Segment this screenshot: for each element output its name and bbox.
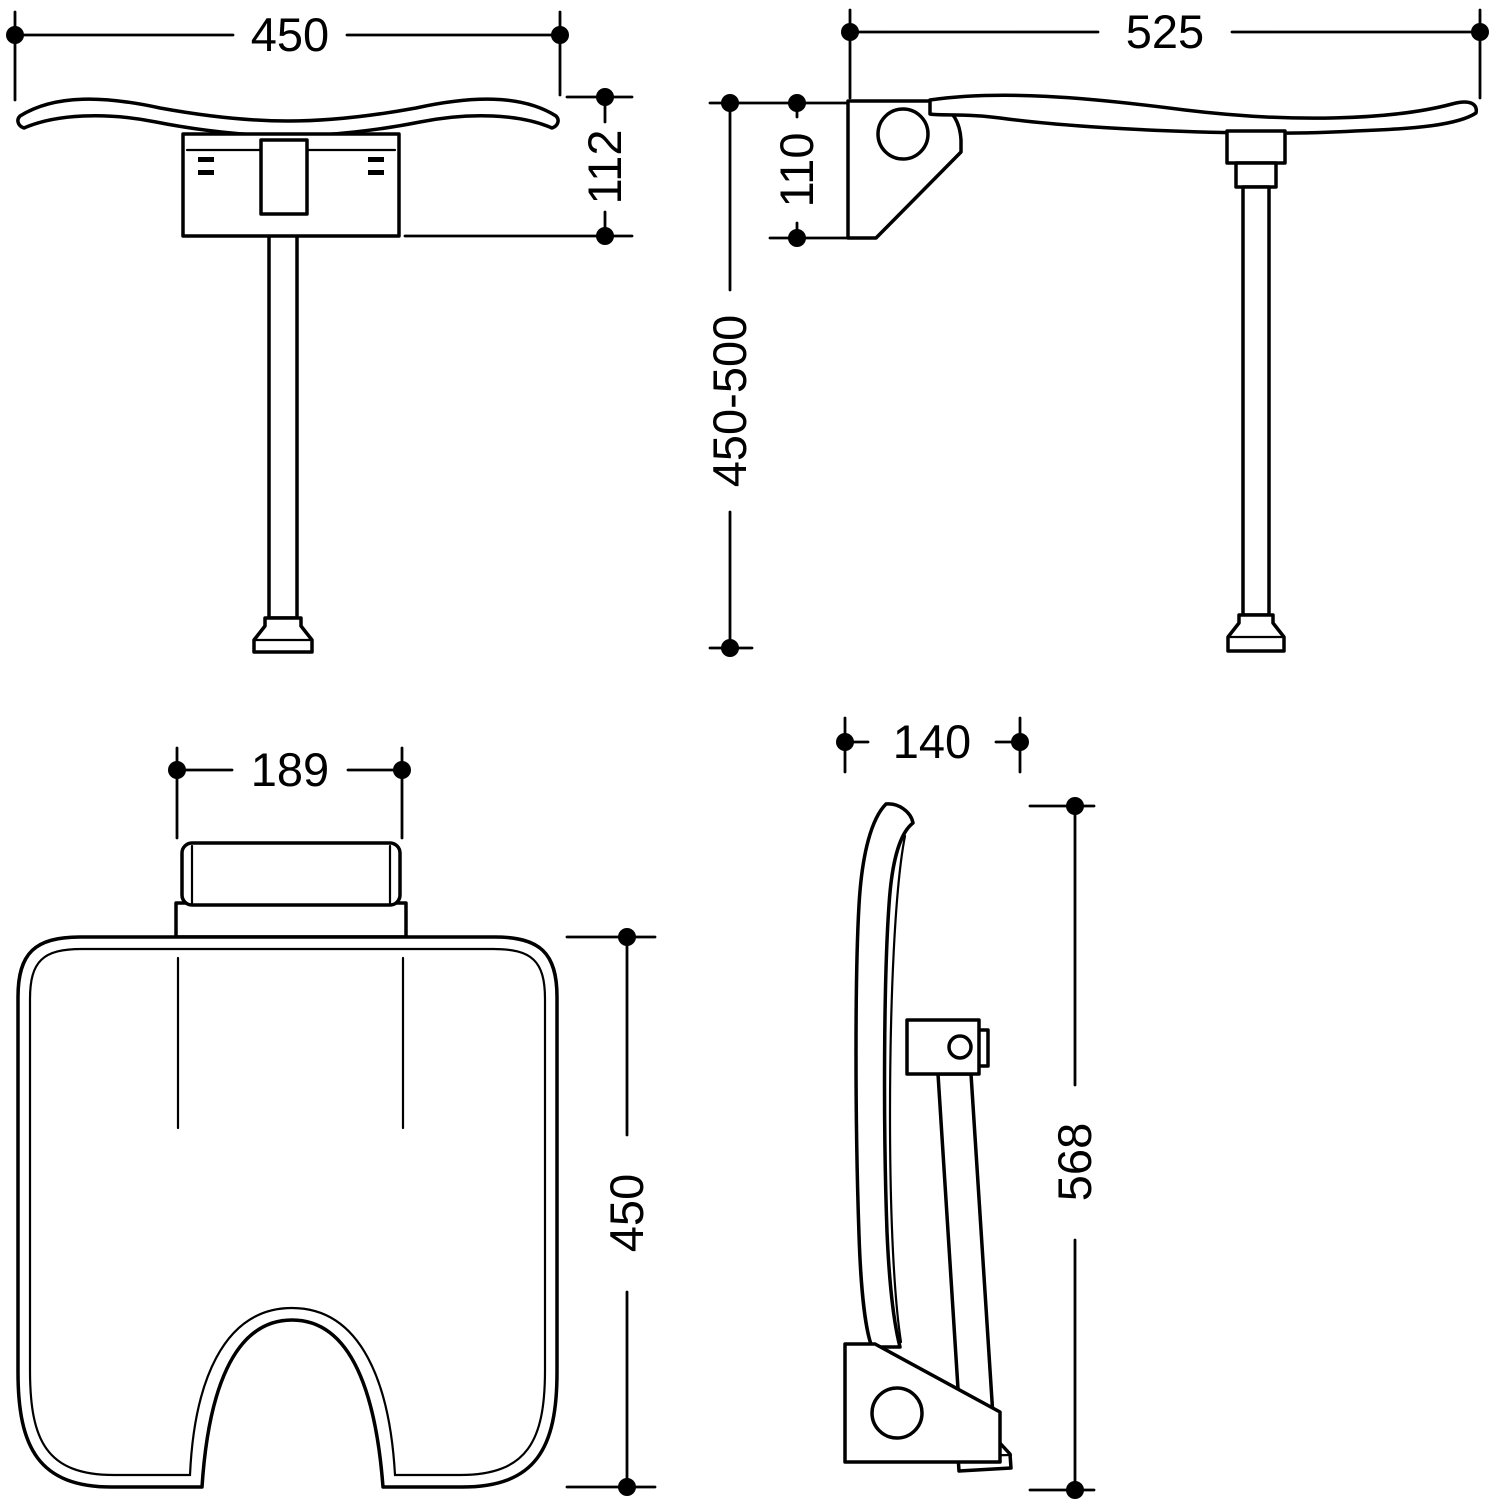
dimension-dot	[841, 23, 859, 41]
view-front: 450 112	[6, 8, 634, 654]
leg-mount-block-side	[1225, 129, 1287, 165]
seat-folded-profile	[854, 802, 915, 1349]
seat-plan-outline	[16, 935, 559, 1489]
dimension-dot	[618, 1478, 636, 1496]
dimension-dot	[836, 733, 854, 751]
dimension-dot	[788, 94, 806, 112]
bracket-slot	[368, 170, 384, 175]
dim-label-plan-bracket-width: 189	[251, 743, 329, 796]
dimension-dot	[721, 94, 739, 112]
dimension-dot	[788, 229, 806, 247]
dimension-dot	[6, 26, 24, 44]
view-side: 525 450-500 110	[703, 5, 1489, 657]
dimension-dot	[596, 88, 614, 106]
dim-side-mount-height: 450-500	[703, 94, 848, 657]
dim-front-width: 450	[6, 8, 569, 102]
dim-label-side-mount-height: 450-500	[703, 315, 756, 488]
dim-side-depth: 525	[841, 5, 1489, 100]
dimension-dot	[1471, 23, 1489, 41]
seat-plan-inner-line	[28, 947, 547, 1477]
support-leg-side	[1241, 185, 1271, 617]
dim-side-bracket-height: 110	[768, 94, 852, 247]
dimension-dot	[1066, 1481, 1084, 1499]
bracket-flange-plan	[174, 901, 408, 939]
dim-folded-height: 568	[1028, 797, 1101, 1499]
dim-label-front-bracket-height: 112	[578, 130, 631, 205]
dim-label-side-bracket-height: 110	[770, 133, 823, 208]
dimension-dot	[393, 761, 411, 779]
view-folded: 140 568	[836, 715, 1101, 1499]
bracket-slot	[198, 170, 214, 175]
dim-label-side-depth: 525	[1126, 5, 1204, 58]
pivot-knob-side	[876, 107, 930, 161]
bracket-slot	[368, 157, 384, 162]
view-plan: 189 450	[16, 743, 657, 1496]
leg-collar-side	[1234, 161, 1278, 189]
dim-front-bracket-height: 112	[403, 88, 634, 245]
seat-folded-inner-line	[888, 834, 907, 1344]
leg-hinge-front	[259, 138, 309, 216]
hinge-pin-folded	[947, 1034, 973, 1060]
seat-side-profile	[928, 93, 1479, 135]
bracket-slot	[198, 157, 214, 162]
pivot-knob-folded	[870, 1386, 924, 1440]
dimension-dot	[721, 639, 739, 657]
leg-foot-front	[252, 616, 314, 654]
leg-foot-side	[1226, 613, 1286, 653]
mounting-bracket-plan	[180, 841, 402, 907]
dim-folded-depth: 140	[836, 715, 1029, 774]
dimension-dot	[1011, 733, 1029, 751]
dimension-dot	[618, 928, 636, 946]
dimension-dot	[168, 761, 186, 779]
dim-label-folded-height: 568	[1048, 1123, 1101, 1201]
dimension-dot	[596, 227, 614, 245]
dimension-dot	[551, 26, 569, 44]
support-leg-front	[267, 212, 299, 620]
seat-front-profile	[16, 97, 560, 138]
dim-label-folded-depth: 140	[893, 715, 971, 768]
dimension-dot	[1066, 797, 1084, 815]
dim-label-front-width: 450	[251, 8, 329, 61]
dim-label-plan-seat-depth: 450	[600, 1174, 653, 1252]
dim-plan-bracket-width: 189	[168, 743, 411, 840]
dim-plan-seat-depth: 450	[565, 928, 657, 1496]
